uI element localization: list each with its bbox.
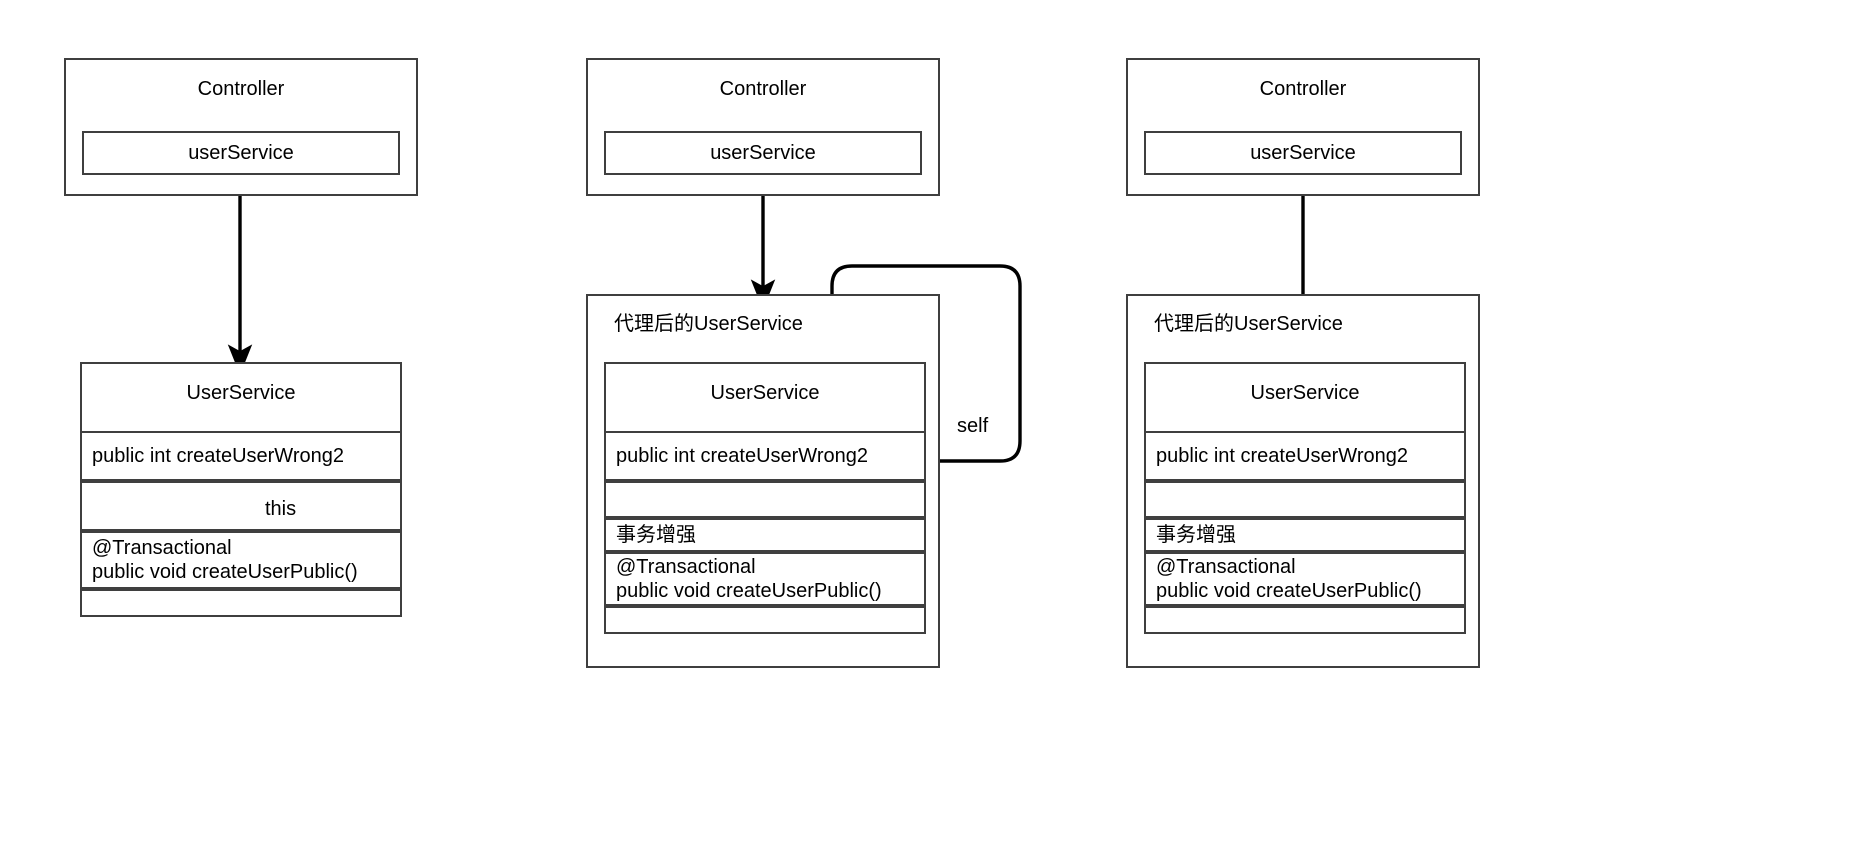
panel-2-edge-label-self: self [957, 415, 989, 437]
panel-2-row-blank-1 [604, 481, 926, 518]
panel-3-userservice-title: UserService [1250, 382, 1360, 404]
panel-1-row-transactional-method: @Transactional public void createUserPub… [80, 531, 402, 589]
panel-2-row-method-createuserwrong2-label: public int createUserWrong2 [616, 445, 868, 467]
panel-3-row-blank-1 [1144, 481, 1466, 518]
panel-3-controller-field-userservice: userService [1144, 131, 1462, 175]
panel-1-row-method-createuserwrong2-label: public int createUserWrong2 [92, 445, 344, 467]
panel-1-userservice-title: UserService [186, 382, 296, 404]
panel-3-row-advice-label: 事务增强 [1156, 524, 1236, 546]
panel-3-proxy-title: 代理后的UserService [1154, 313, 1343, 335]
panel-2-proxy-title: 代理后的UserService [614, 313, 803, 335]
panel-1-transactional-annotation: @Transactional [92, 537, 232, 559]
panel-3-row-transactional-method: @Transactional public void createUserPub… [1144, 552, 1466, 606]
panel-3-controller-field-label: userService [1250, 141, 1356, 164]
panel-3-row-method-createuserwrong2-label: public int createUserWrong2 [1156, 445, 1408, 467]
panel-1-row-blank-1 [80, 481, 402, 531]
panel-1-controller-field-label: userService [188, 141, 294, 164]
panel-2-row-advice-label: 事务增强 [616, 524, 696, 546]
panel-3-row-blank-2 [1144, 606, 1466, 634]
panel-3-transactional-annotation: @Transactional [1156, 556, 1296, 578]
panel-3-controller-title: Controller [1259, 78, 1347, 100]
panel-2-row-method-createuserwrong2: public int createUserWrong2 [604, 431, 926, 481]
panel-2-controller-field-label: userService [710, 141, 816, 164]
panel-2-row-blank-2 [604, 606, 926, 634]
panel-2-row-transactional-method: @Transactional public void createUserPub… [604, 552, 926, 606]
panel-1-controller-field-userservice: userService [82, 131, 400, 175]
panel-2-controller-field-userservice: userService [604, 131, 922, 175]
panel-2-row-advice-transaction: 事务增强 [604, 518, 926, 552]
panel-3-row-advice-transaction: 事务增强 [1144, 518, 1466, 552]
panel-2-transactional-signature: public void createUserPublic() [616, 580, 882, 602]
panel-2-controller-title: Controller [719, 78, 807, 100]
panel-1-controller-title: Controller [197, 78, 285, 100]
panel-3-transactional-signature: public void createUserPublic() [1156, 580, 1422, 602]
panel-3-row-method-createuserwrong2: public int createUserWrong2 [1144, 431, 1466, 481]
panel-1-transactional-signature: public void createUserPublic() [92, 561, 358, 583]
panel-1-row-blank-2 [80, 589, 402, 617]
panel-2-transactional-annotation: @Transactional [616, 556, 756, 578]
panel-2-userservice-title: UserService [710, 382, 820, 404]
panel-1-row-method-createuserwrong2: public int createUserWrong2 [80, 431, 402, 481]
panel-1-edge-label-this: this [265, 498, 297, 520]
